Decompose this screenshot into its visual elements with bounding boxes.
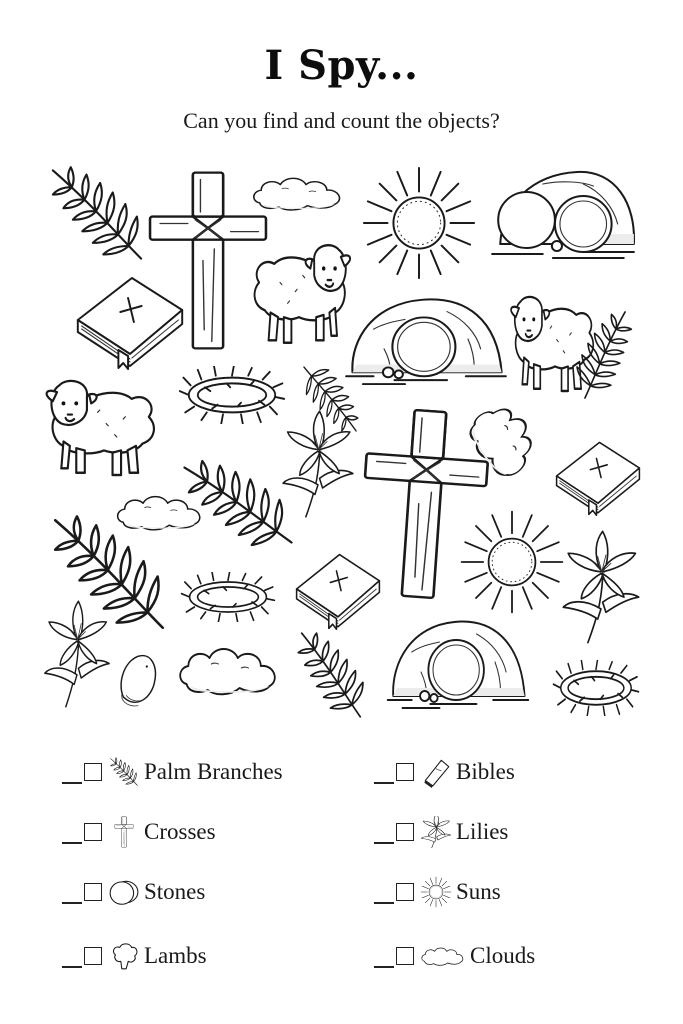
page-title: I Spy... bbox=[264, 42, 419, 89]
checkbox[interactable] bbox=[396, 947, 414, 965]
cross-icon bbox=[108, 816, 140, 848]
checklist-label: Stones bbox=[144, 879, 206, 904]
bible-icon bbox=[420, 756, 452, 788]
checklist-row-lambs: Lambs bbox=[62, 936, 207, 976]
crown-of-thorns-illustration bbox=[552, 660, 640, 716]
cloud-illustration bbox=[176, 640, 282, 700]
empty-tomb-illustration bbox=[482, 164, 644, 264]
page-subtitle: Can you find and count the objects? bbox=[183, 108, 500, 133]
crown-of-thorns-illustration bbox=[178, 366, 286, 424]
checkbox[interactable] bbox=[396, 763, 414, 781]
checkbox[interactable] bbox=[84, 823, 102, 841]
lamb-illustration bbox=[242, 236, 356, 352]
empty-tomb-illustration bbox=[384, 612, 532, 712]
checklist-row-palm-branches: Palm Branches bbox=[62, 752, 283, 792]
checklist-label: Bibles bbox=[456, 759, 515, 784]
bible-illustration bbox=[72, 270, 188, 370]
palm-branch-illustration bbox=[173, 441, 302, 569]
checkbox[interactable] bbox=[396, 883, 414, 901]
count-blank[interactable] bbox=[374, 782, 394, 784]
count-blank[interactable] bbox=[374, 966, 394, 968]
checklist-label: Palm Branches bbox=[144, 759, 283, 784]
bible-illustration bbox=[292, 548, 384, 630]
checklist-row-suns: Suns bbox=[374, 872, 501, 912]
sun-icon bbox=[420, 876, 452, 908]
palm-branch-illustration bbox=[275, 624, 386, 726]
lily-illustration bbox=[560, 528, 642, 646]
checklist-row-bibles: Bibles bbox=[374, 752, 515, 792]
checklist-row-lilies: Lilies bbox=[374, 812, 508, 852]
lamb-icon bbox=[108, 940, 140, 972]
checkbox[interactable] bbox=[84, 763, 102, 781]
checkbox[interactable] bbox=[84, 947, 102, 965]
count-blank[interactable] bbox=[62, 842, 82, 844]
i-spy-scene bbox=[0, 150, 683, 730]
count-blank[interactable] bbox=[374, 902, 394, 904]
checklist-row-clouds: Clouds bbox=[374, 936, 535, 976]
count-blank[interactable] bbox=[374, 842, 394, 844]
crown-of-thorns-illustration bbox=[180, 572, 276, 622]
checklist-row-crosses: Crosses bbox=[62, 812, 216, 852]
palm-branch-icon bbox=[108, 756, 140, 788]
cloud-illustration bbox=[250, 172, 346, 214]
sun-illustration bbox=[360, 164, 478, 282]
stone-icon bbox=[108, 876, 140, 908]
bible-illustration bbox=[552, 436, 644, 516]
object-checklist: Palm Branches Crosses Stones Lambs Bible… bbox=[0, 750, 683, 990]
lily-illustration bbox=[42, 598, 112, 710]
lily-icon bbox=[420, 816, 452, 848]
sun-illustration bbox=[458, 508, 566, 616]
count-blank[interactable] bbox=[62, 782, 82, 784]
cloud-icon bbox=[420, 940, 466, 972]
checklist-label: Clouds bbox=[470, 943, 536, 968]
checkbox[interactable] bbox=[84, 883, 102, 901]
checklist-label: Lambs bbox=[144, 943, 207, 968]
count-blank[interactable] bbox=[62, 902, 82, 904]
checklist-label: Lilies bbox=[456, 819, 509, 844]
checklist-row-stones: Stones bbox=[62, 872, 205, 912]
checkbox[interactable] bbox=[396, 823, 414, 841]
checklist-label: Crosses bbox=[144, 819, 216, 844]
count-blank[interactable] bbox=[62, 966, 82, 968]
stone-illustration bbox=[116, 652, 160, 710]
lamb-illustration bbox=[40, 372, 168, 484]
checklist-label: Suns bbox=[456, 879, 501, 904]
palm-branch-illustration bbox=[42, 162, 152, 267]
